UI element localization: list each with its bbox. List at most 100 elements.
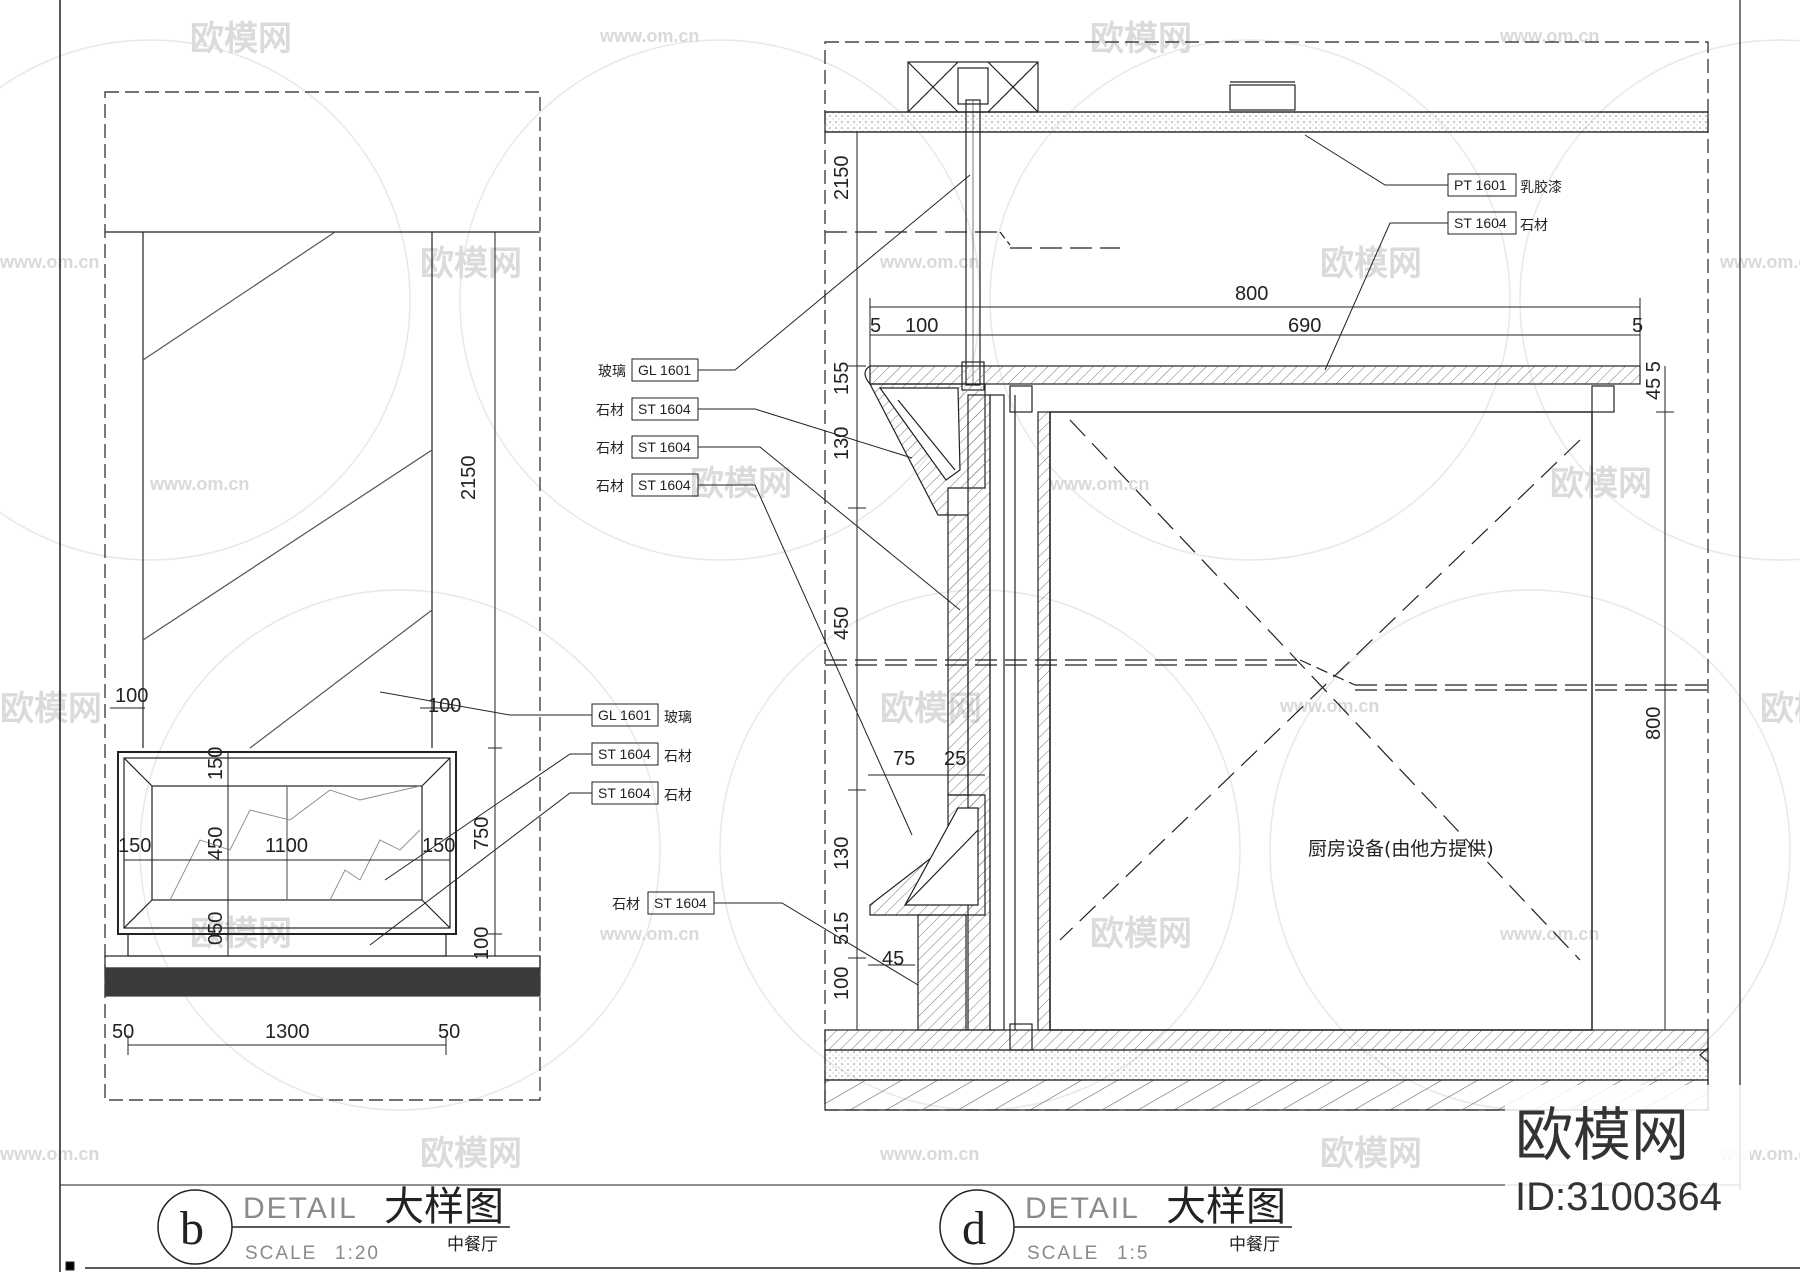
dim-label: 130 — [831, 837, 853, 870]
watermark-brand: 欧模网 — [0, 689, 102, 729]
dim-label: 050 — [205, 912, 227, 945]
scale-value: 1:20 — [335, 1243, 380, 1264]
dim-label: 800 — [1643, 707, 1665, 740]
title-block-b: b DETAIL 大样图 SCALE 1:20 中餐厅 — [157, 1184, 510, 1265]
watermark-url: www.om.cn — [599, 924, 699, 944]
sheet-frame — [59, 0, 1800, 1272]
watermark-brand: 欧模网 — [1550, 464, 1652, 504]
watermark-url: www.om.cn — [0, 1144, 99, 1164]
dim-label: 25 — [944, 748, 966, 770]
watermark-url: www.om.cn — [0, 252, 99, 272]
watermark-brand: 欧模网 — [1090, 19, 1192, 59]
dim-label: 155 — [831, 362, 853, 395]
material-code: ST 1604 — [654, 895, 707, 911]
material-code: PT 1601 — [1454, 177, 1507, 193]
detail-b-dimensions — [110, 232, 502, 1055]
dim-label: 450 — [205, 827, 227, 860]
detail-label: DETAIL — [1025, 1192, 1140, 1225]
watermark-brand: 欧模网 — [1090, 914, 1192, 954]
dim-label: 150 — [205, 747, 227, 780]
brand-name: 欧模网 — [1515, 1101, 1689, 1169]
dim-label: 150 — [118, 835, 151, 857]
dim-label: 100 — [905, 315, 938, 337]
watermark-brand: 欧模网 — [1320, 1134, 1422, 1174]
dim-label: 100 — [831, 967, 853, 1000]
watermark-url: www.om.cn — [879, 1144, 979, 1164]
material-name: 石材 — [664, 788, 692, 804]
dim-label: 1300 — [265, 1021, 310, 1043]
material-code: ST 1604 — [638, 477, 691, 493]
material-code: GL 1601 — [638, 362, 691, 378]
detail-label: DETAIL — [243, 1192, 358, 1225]
scale-value: 1:5 — [1117, 1243, 1149, 1264]
material-code: ST 1604 — [598, 785, 651, 801]
equipment-note: 厨房设备(由他方提供) — [1308, 838, 1494, 860]
dim-label: 75 — [893, 748, 915, 770]
watermark-brand: 欧模网 — [420, 244, 522, 284]
detail-b-tags: GL 1601 玻璃 ST 1604 石材 ST 1604 石材 — [369, 691, 692, 946]
detail-b-dim-labels: 2150 100 100 150 150 450 1100 150 750 05… — [112, 456, 493, 1044]
material-name: 石材 — [664, 749, 692, 765]
material-code: ST 1604 — [598, 746, 651, 762]
watermark-brand: 欧模网 — [1760, 689, 1800, 729]
dim-label: 2150 — [831, 156, 853, 201]
dim-label: 1100 — [265, 835, 308, 857]
material-name: 乳胶漆 — [1520, 179, 1562, 196]
dim-label: 45 — [882, 948, 904, 970]
scale-label: SCALE — [245, 1243, 317, 1264]
detail-d-dimensions — [848, 132, 1674, 1031]
watermark-url: www.om.cn — [879, 252, 979, 272]
watermark-url: www.om.cn — [1499, 924, 1599, 944]
material-code: ST 1604 — [638, 439, 691, 455]
watermark-brand: 欧模网 — [420, 1134, 522, 1174]
watermark-brand: 欧模网 — [690, 464, 792, 504]
dim-label: 50 — [112, 1021, 134, 1043]
title-block-d: d DETAIL 大样图 SCALE 1:5 中餐厅 — [939, 1184, 1292, 1265]
detail-d-tags-left: 玻璃 GL 1601 石材 ST 1604 石材 ST 1604 石材 ST 1… — [596, 174, 971, 986]
material-code: ST 1604 — [1454, 215, 1507, 231]
watermark-url: www.om.cn — [1499, 26, 1599, 46]
detail-title: 大样图 — [1166, 1184, 1286, 1230]
room-name: 中餐厅 — [1229, 1235, 1280, 1255]
material-name: 玻璃 — [598, 363, 626, 380]
detail-d-drawing — [824, 41, 1709, 1111]
dim-label: 100 — [471, 927, 493, 960]
dim-label: 100 — [115, 685, 148, 707]
watermark-brand: 欧模网 — [190, 19, 292, 59]
dim-label: 515 — [831, 912, 853, 945]
dim-label: 750 — [471, 817, 493, 850]
detail-d-dim-labels: 2150 800 100 690 5 5 155 130 450 75 25 1… — [831, 156, 1665, 1001]
detail-letter: d — [962, 1202, 986, 1255]
detail-d-tags-top: PT 1601 乳胶漆 ST 1604 石材 — [1304, 134, 1562, 371]
material-code: ST 1604 — [638, 401, 691, 417]
material-name: 石材 — [612, 897, 640, 913]
watermark-url: www.om.cn — [1719, 252, 1800, 272]
watermark-url: www.om.cn — [1049, 474, 1149, 494]
dim-label: 450 — [831, 607, 853, 640]
detail-title: 大样图 — [384, 1184, 504, 1230]
material-code: GL 1601 — [598, 707, 651, 723]
material-name: 石材 — [596, 441, 624, 457]
dim-label: 5 — [1632, 315, 1643, 337]
room-name: 中餐厅 — [447, 1235, 498, 1255]
watermark-url: www.om.cn — [1279, 696, 1379, 716]
watermark-layer: 欧模网 欧模网 欧模网 欧模网 欧模网 欧模网 欧模网 欧模网 欧模网 欧模网 … — [0, 19, 1800, 1174]
material-name: 石材 — [596, 403, 624, 419]
dim-label: 800 — [1235, 283, 1268, 305]
dim-label: 130 — [831, 427, 853, 460]
dim-label: 100 — [428, 695, 461, 717]
material-name: 玻璃 — [664, 709, 692, 726]
brand-id: ID:3100364 — [1515, 1175, 1722, 1219]
detail-letter: b — [180, 1202, 204, 1255]
scale-label: SCALE — [1027, 1243, 1099, 1264]
material-name: 石材 — [596, 479, 624, 495]
dim-label: 50 — [438, 1021, 460, 1043]
dim-label: 150 — [422, 835, 455, 857]
dim-label: 5 — [870, 315, 881, 337]
watermark-url: www.om.cn — [599, 26, 699, 46]
watermark-brand: 欧模网 — [1320, 244, 1422, 284]
watermark-url: www.om.cn — [149, 474, 249, 494]
material-name: 石材 — [1520, 218, 1548, 234]
dim-label: 45 5 — [1643, 361, 1665, 400]
